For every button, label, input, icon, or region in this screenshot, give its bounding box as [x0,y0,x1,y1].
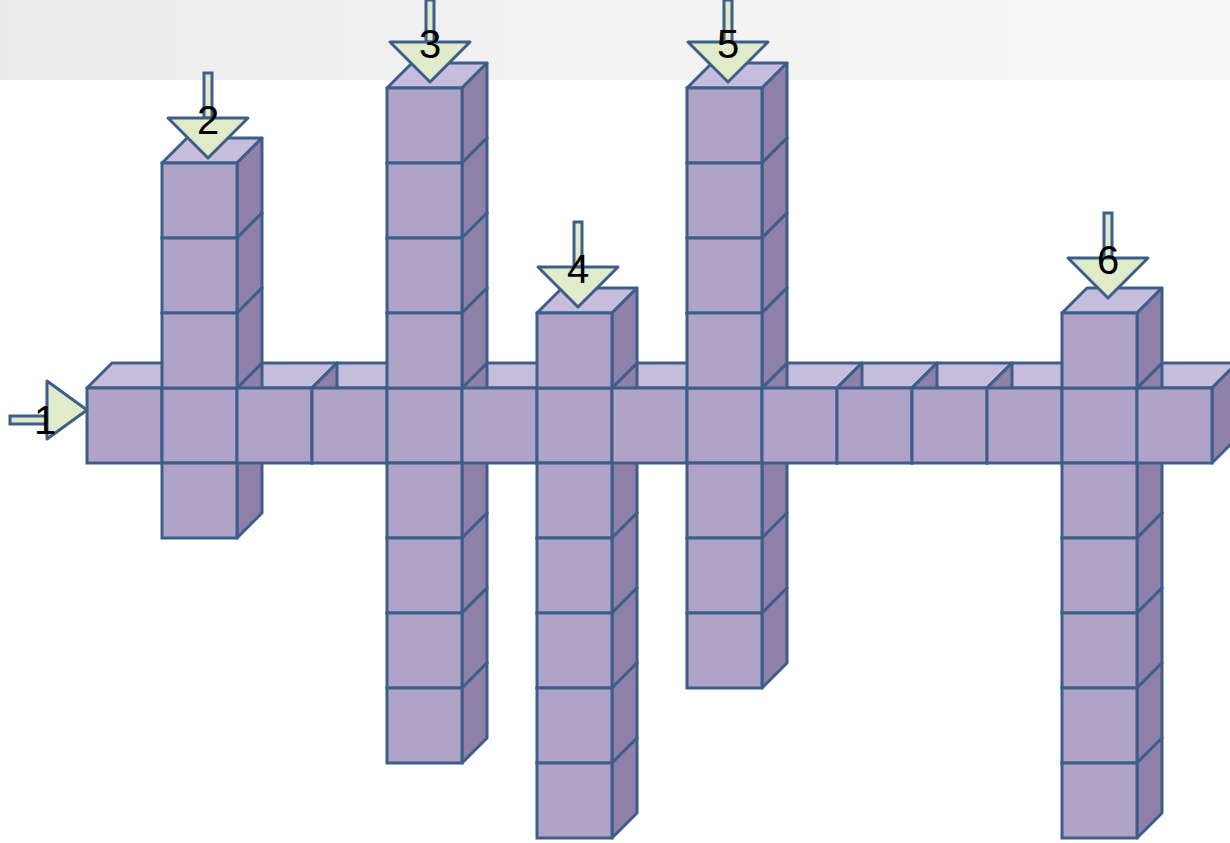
cube-side [762,588,787,688]
clue-number: 6 [1078,238,1138,282]
cube-front [312,388,387,463]
cube-side [1137,738,1162,838]
cube-side [762,288,787,388]
cube-front [387,538,462,613]
cube-front [162,313,237,388]
clue-number: 5 [698,22,758,66]
cube-front [687,238,762,313]
cube-front [387,163,462,238]
cube-front [387,313,462,388]
cube-side [237,288,262,388]
cube-front [1062,688,1137,763]
cube-front [162,388,237,463]
cube-front [237,388,312,463]
cube-front [537,463,612,538]
cube-front [687,163,762,238]
cube-front [687,538,762,613]
cube-front [87,388,162,463]
cube-front [162,463,237,538]
header-band [0,0,1230,80]
cube-front [387,388,462,463]
cube-side [1137,288,1162,388]
cube-front [1062,388,1137,463]
cube-front [987,388,1062,463]
cube-front [537,613,612,688]
cube-front [1062,613,1137,688]
cube-side [462,288,487,388]
cube-front [537,538,612,613]
cube-front [1137,388,1212,463]
cube-side [1212,363,1230,463]
cube-front [537,763,612,838]
cube-front [612,388,687,463]
cube-front [537,688,612,763]
cube-front [762,388,837,463]
cube-front [687,388,762,463]
clue-number: 3 [400,22,460,66]
cube-side [612,288,637,388]
clue-arrows [10,0,1148,439]
cube-front [837,388,912,463]
cube-side [612,738,637,838]
cube-front [537,313,612,388]
cube-side [462,663,487,763]
clue-number: 2 [178,98,238,142]
cube-front [537,388,612,463]
cube-cells [87,63,1230,838]
cube-front [687,88,762,163]
cube-front [1062,463,1137,538]
cube-front [387,463,462,538]
cube-front [687,313,762,388]
cube-front [1062,538,1137,613]
clue-number: 1 [15,398,75,442]
clue-number: 4 [548,247,608,291]
cube-front [687,613,762,688]
cube-front [462,388,537,463]
cube-front [387,688,462,763]
cube-front [162,238,237,313]
cube-front [1062,313,1137,388]
cube-front [387,613,462,688]
cube-front [687,463,762,538]
cube-front [162,163,237,238]
cube-front [1062,763,1137,838]
cube-front [912,388,987,463]
cube-front [387,88,462,163]
cube-front [387,238,462,313]
